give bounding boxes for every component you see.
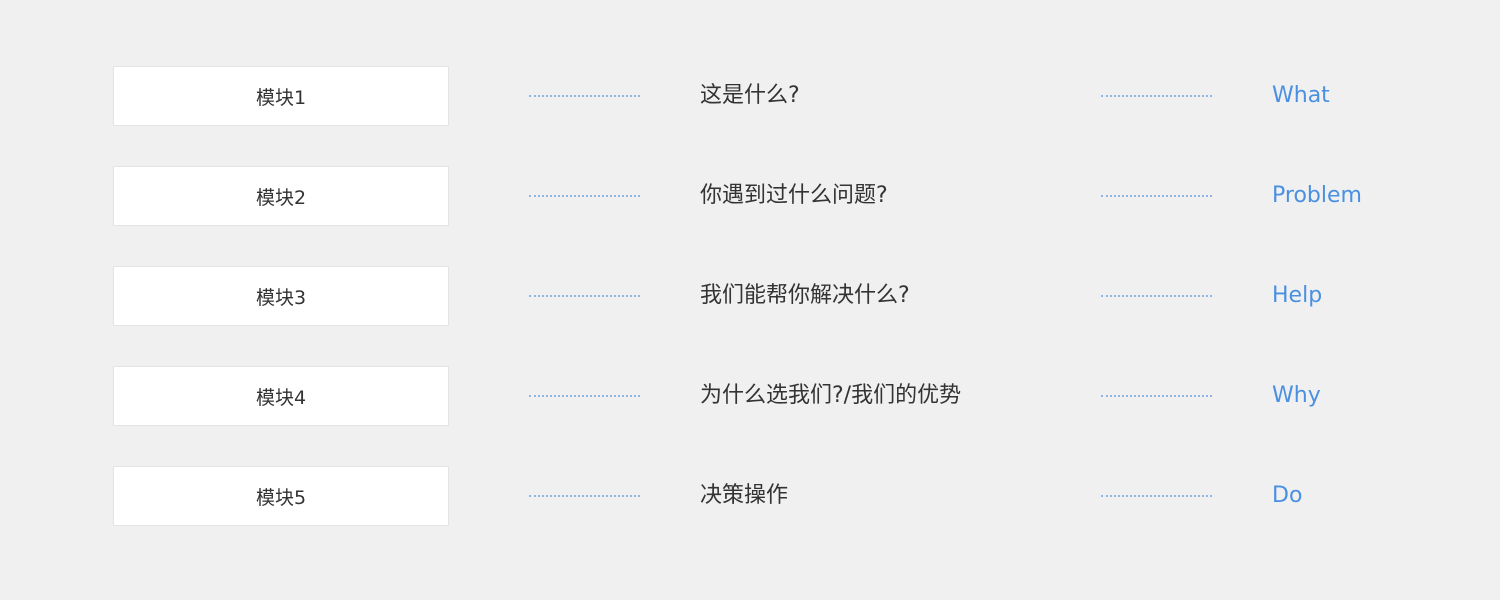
row-2: 模块2 你遇到过什么问题? Problem	[0, 166, 1500, 226]
dotted-connector-left-4	[529, 395, 640, 397]
row-3: 模块3 我们能帮你解决什么? Help	[0, 266, 1500, 326]
module-box-1: 模块1	[113, 66, 449, 126]
dotted-connector-right-1	[1101, 95, 1212, 97]
keyword-1: What	[1272, 83, 1330, 108]
dotted-connector-left-5	[529, 495, 640, 497]
dotted-connector-left-3	[529, 295, 640, 297]
dotted-connector-right-2	[1101, 195, 1212, 197]
dotted-connector-right-3	[1101, 295, 1212, 297]
keyword-5: Do	[1272, 483, 1303, 508]
question-5: 决策操作	[700, 483, 789, 508]
module-box-2: 模块2	[113, 166, 449, 226]
module-box-5: 模块5	[113, 466, 449, 526]
question-4: 为什么选我们?/我们的优势	[700, 383, 962, 408]
question-3: 我们能帮你解决什么?	[700, 283, 910, 308]
row-5: 模块5 决策操作 Do	[0, 466, 1500, 526]
dotted-connector-left-1	[529, 95, 640, 97]
keyword-2: Problem	[1272, 183, 1362, 208]
question-1: 这是什么?	[700, 83, 800, 108]
question-2: 你遇到过什么问题?	[700, 183, 888, 208]
dotted-connector-right-4	[1101, 395, 1212, 397]
row-4: 模块4 为什么选我们?/我们的优势 Why	[0, 366, 1500, 426]
module-box-3: 模块3	[113, 266, 449, 326]
row-1: 模块1 这是什么? What	[0, 66, 1500, 126]
module-box-4: 模块4	[113, 366, 449, 426]
dotted-connector-right-5	[1101, 495, 1212, 497]
keyword-3: Help	[1272, 283, 1323, 308]
keyword-4: Why	[1272, 383, 1321, 408]
dotted-connector-left-2	[529, 195, 640, 197]
